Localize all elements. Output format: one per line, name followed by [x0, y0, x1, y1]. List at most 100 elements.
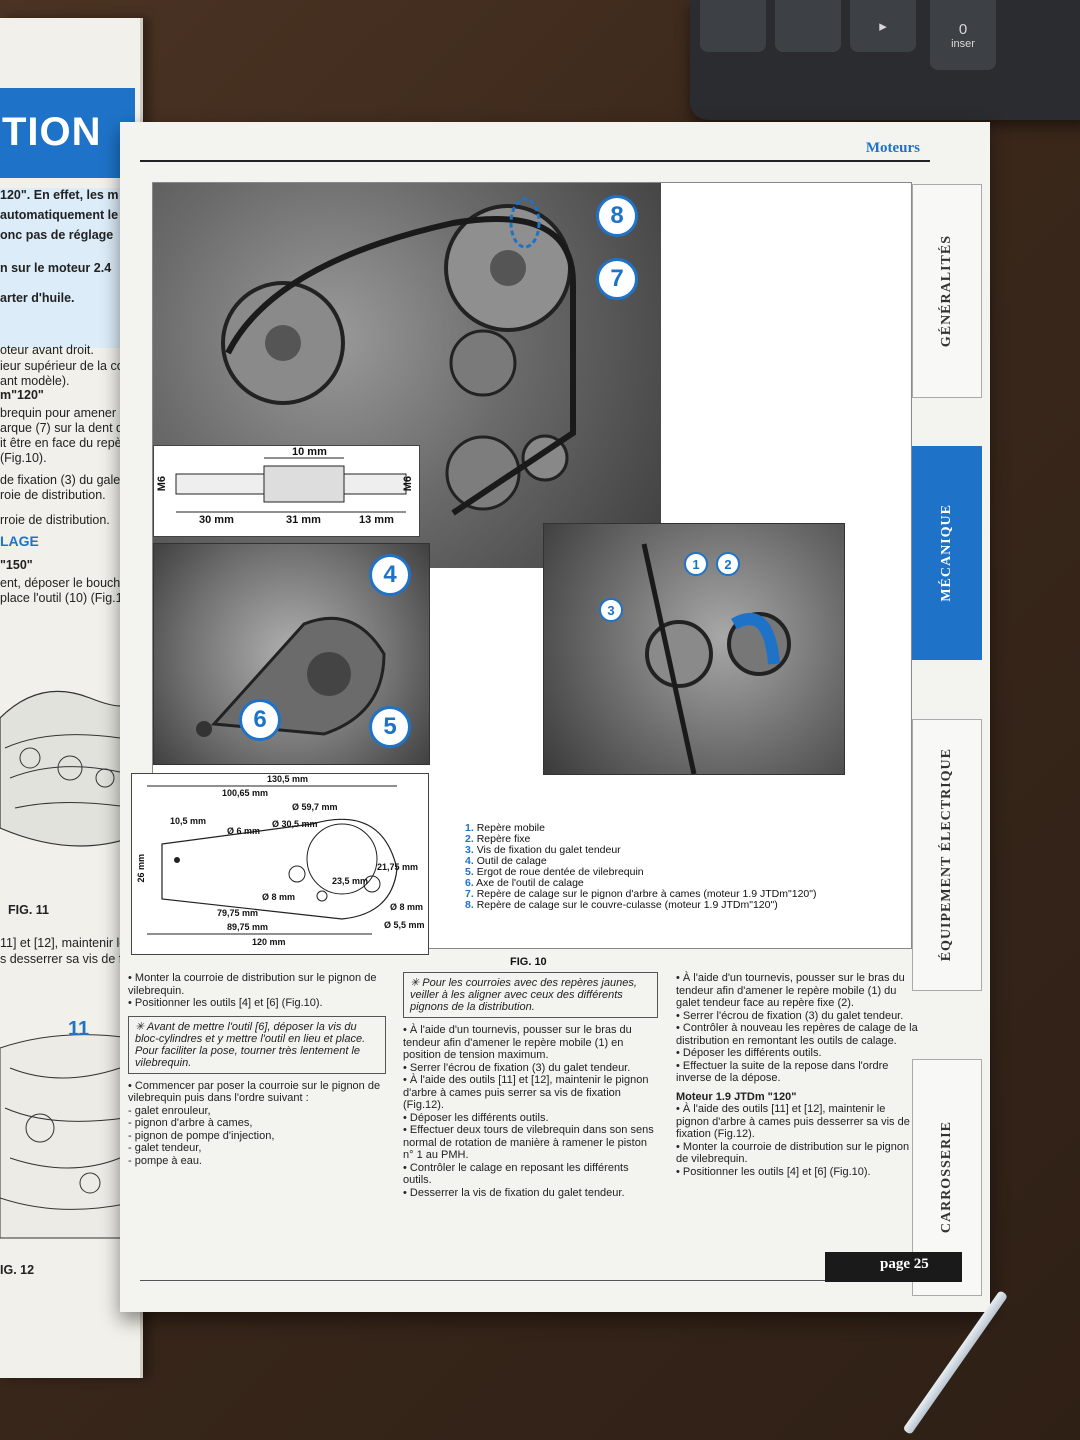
list-item: - galet tendeur,	[128, 1142, 202, 1154]
tool-detail-photo: 4 6 5	[153, 543, 430, 765]
left-page-highlight-box	[0, 188, 132, 348]
dim-label: Ø 5,5 mm	[384, 920, 425, 930]
legend-item: 4. Outil de calage	[465, 855, 547, 867]
list-item: • Contrôler le calage en reposant les di…	[403, 1161, 629, 1187]
left-page-line: ieur supérieur de la cou	[0, 359, 131, 373]
list-item: • Déposer les différents outils.	[676, 1047, 822, 1059]
dim-label: Ø 30,5 mm	[272, 819, 318, 829]
left-page-fig-12-label: IG. 12	[0, 1263, 35, 1277]
left-page-fig-11-label: FIG. 11	[8, 903, 49, 917]
left-page-line: rroie de distribution.	[0, 513, 110, 527]
left-page-line: arter d'huile.	[0, 291, 75, 305]
dim-label: 23,5 mm	[332, 876, 369, 886]
warning-icon: ✳	[410, 977, 423, 989]
left-page-line: arque (7) sur la dent du	[0, 421, 130, 435]
dimension-drawing-tool: 130,5 mm 100,65 mm Ø 59,7 mm 10,5 mm Ø 6…	[131, 773, 429, 955]
dim-label: 30 mm	[199, 514, 234, 526]
left-page-line: "150"	[0, 558, 33, 572]
left-page-line: automatiquement le	[0, 208, 119, 222]
list-item: • Contrôler à nouveau les repères de cal…	[676, 1022, 918, 1047]
left-page-line: 120". En effet, les m	[0, 188, 119, 202]
subsection-title: Moteur 1.9 JTDm "120"	[676, 1090, 797, 1103]
callout-5: 5	[369, 706, 411, 748]
legend-item: 6. Axe de l'outil de calage	[465, 877, 584, 889]
warning-note: ✳ Pour les courroies avec des repères ja…	[403, 972, 658, 1018]
list-item: - galet enrouleur,	[128, 1104, 211, 1117]
left-page-line: roie de distribution.	[0, 488, 106, 502]
callout-3: 3	[599, 598, 623, 622]
list-item: • À l'aide d'un tournevis, pousser sur l…	[676, 972, 905, 1009]
section-header: Moteurs	[865, 140, 920, 156]
left-page-line: (Fig.10).	[0, 451, 47, 465]
left-page-line: s desserrer sa vis de f	[0, 952, 123, 966]
list-item: - pignon de pompe d'injection,	[128, 1129, 275, 1142]
tab-generalites[interactable]: GÉNÉRALITÉS	[912, 184, 982, 398]
callout-4: 4	[369, 554, 411, 596]
left-page-fig-11-callout: 11	[68, 1018, 90, 1040]
list-item: • Positionner les outils [4] et [6] (Fig…	[676, 1165, 871, 1178]
list-item: • À l'aide d'un tournevis, pousser sur l…	[403, 1024, 632, 1061]
left-page-line: it être en face du repère	[0, 436, 133, 450]
left-page-line: place l'outil (10) (Fig.11).	[0, 591, 137, 605]
text-columns: • Monter la courroie de distribution sur…	[128, 972, 928, 1272]
list-item: • Effectuer deux tours de vilebrequin da…	[403, 1124, 654, 1161]
callout-7: 7	[596, 258, 638, 300]
list-item: - pignon d'arbre à cames,	[128, 1117, 253, 1129]
list-item: - pompe à eau.	[128, 1154, 202, 1167]
text-column-1: • Monter la courroie de distribution sur…	[128, 972, 386, 1167]
warning-note: ✳ Avant de mettre l'outil [6], déposer l…	[128, 1015, 386, 1074]
list-item: • Monter la courroie de distribution sur…	[676, 1140, 910, 1166]
left-page-line: brequin pour amener le	[0, 406, 130, 420]
left-page-line: ent, déposer le bouchon	[0, 576, 135, 590]
header-rule	[140, 160, 930, 162]
left-page-line: n sur le moteur 2.4	[0, 261, 112, 275]
page-number: page 25	[880, 1256, 929, 1272]
callout-1: 1	[684, 552, 708, 576]
dim-label: Ø 6 mm	[227, 826, 261, 836]
left-page-figure-12	[0, 1008, 132, 1258]
tensioner-photo: 1 2 3	[543, 523, 845, 775]
keyboard-key: ▸	[850, 0, 916, 52]
list-item: • À l'aide des outils [11] et [12], main…	[403, 1074, 649, 1111]
dim-label: M6	[402, 476, 414, 492]
legend-item: 5. Ergot de roue dentée de vilebrequin	[465, 866, 644, 878]
legend-item: 7. Repère de calage sur le pignon d'arbr…	[465, 888, 817, 900]
list-item: • Serrer l'écrou de fixation (3) du gale…	[676, 1009, 904, 1022]
figure-legend: 1. Repère mobile 2. Repère fixe 3. Vis d…	[465, 823, 816, 911]
dim-label: 120 mm	[252, 937, 286, 947]
dim-label: Ø 59,7 mm	[292, 802, 338, 812]
dim-label: 89,75 mm	[227, 922, 269, 932]
keyboard-key	[775, 0, 841, 52]
left-page-line: onc pas de réglage	[0, 228, 114, 242]
dim-label: 79,75 mm	[217, 908, 259, 918]
list-item: • À l'aide des outils [11] et [12], main…	[676, 1103, 910, 1140]
left-page-line: m"120"	[0, 388, 44, 402]
tab-equipement-electrique[interactable]: ÉQUIPEMENT ÉLECTRIQUE	[912, 719, 982, 991]
dim-label: 100,65 mm	[222, 788, 269, 798]
list-item: • Déposer les différents outils.	[403, 1111, 549, 1124]
paragraph: • Positionner les outils [4] et [6] (Fig…	[128, 997, 323, 1009]
dim-label: Ø 8 mm	[262, 892, 296, 902]
left-page-line: oteur avant droit.	[0, 343, 94, 357]
dim-label: M6	[156, 476, 168, 492]
dim-label: 26 mm	[136, 854, 146, 883]
dim-label: 21,75 mm	[377, 862, 419, 872]
tab-mecanique[interactable]: MÉCANIQUE	[912, 446, 982, 660]
left-page-title: TION	[2, 110, 102, 154]
dim-label: 130,5 mm	[267, 774, 309, 784]
list-item: • Desserrer la vis de fixation du galet …	[403, 1186, 625, 1199]
callout-6: 6	[239, 699, 281, 741]
left-page: TION 120". En effet, les m automatiqueme…	[0, 18, 143, 1378]
dim-label: 10 mm	[292, 446, 327, 458]
dim-label: 31 mm	[286, 514, 321, 526]
left-page-title-band	[0, 88, 135, 178]
dimension-drawing-pin: 10 mm M6 M6 30 mm 31 mm 13 mm	[153, 445, 420, 537]
left-page-line: ant modèle).	[0, 374, 70, 388]
text-column-3: • À l'aide d'un tournevis, pousser sur l…	[676, 972, 921, 1178]
dim-label: 10,5 mm	[170, 816, 207, 826]
list-item: • Effectuer la suite de la repose dans l…	[676, 1059, 889, 1085]
legend-item: 2. Repère fixe	[465, 833, 531, 845]
manual-page: Moteurs GÉNÉRALITÉS MÉCANIQUE ÉQUIPEMENT…	[120, 122, 990, 1312]
